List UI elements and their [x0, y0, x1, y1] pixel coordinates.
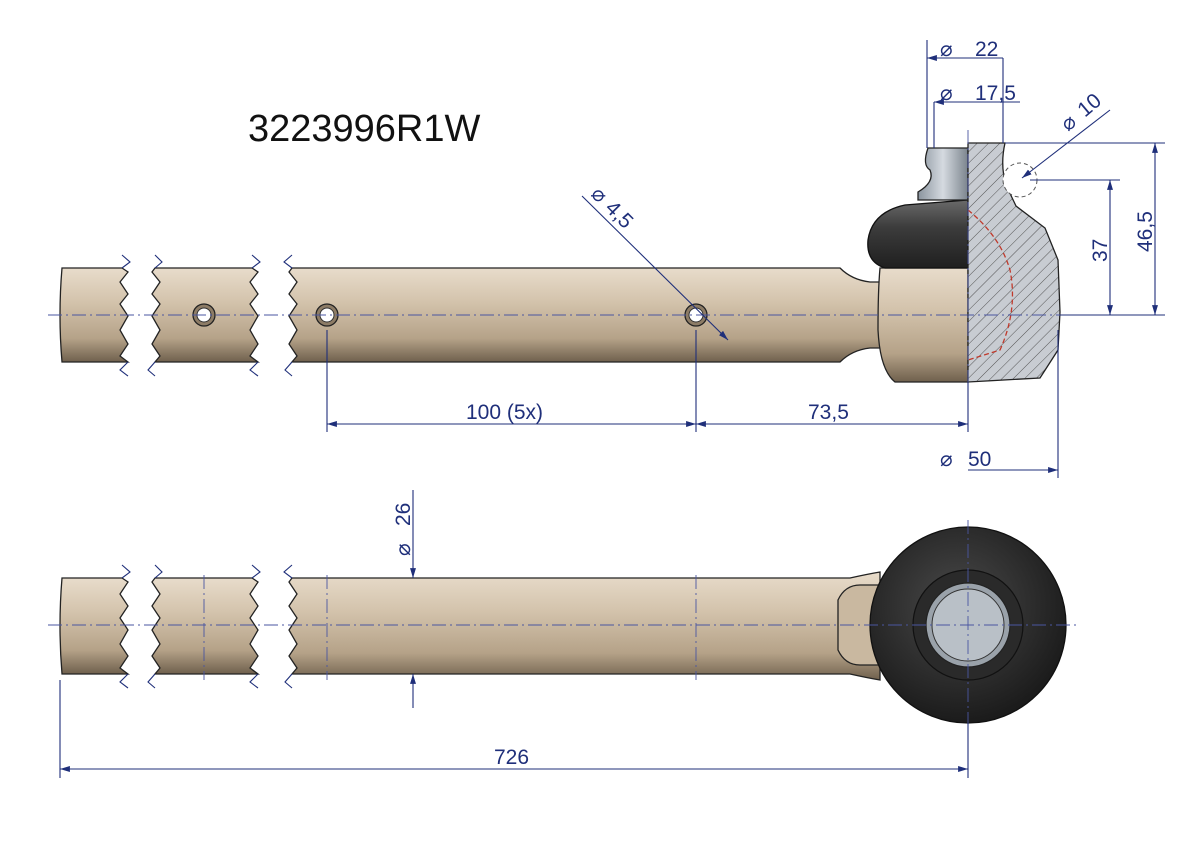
dim-total-length: 726 [494, 746, 529, 769]
rubber-boot [867, 199, 969, 269]
rod-segment-3 [288, 267, 896, 363]
rod-plan-segment-3 [288, 571, 881, 681]
ball-contour [967, 209, 1014, 361]
part-number-title: 3223996R1W [248, 108, 481, 150]
rod-plan-segment-2 [151, 577, 260, 675]
dim-diameter-symbol-10: ⌀ [1056, 110, 1080, 136]
top-view [48, 130, 1085, 400]
rod-plan-segment-1 [59, 577, 130, 675]
joint-housing [877, 267, 969, 383]
dim-height-37: 37 [1089, 239, 1112, 262]
dim-diameter-26: 26 [392, 503, 415, 526]
dim-diameter-22: 22 [975, 38, 998, 61]
dim-diameter-symbol-26: ⌀ [392, 543, 415, 556]
dim-diameter-50: 50 [968, 448, 991, 471]
dim-diameter-symbol-50: ⌀ [940, 448, 953, 471]
dim-diameter-symbol-17-5: ⌀ [940, 82, 953, 105]
dim-diameter-symbol-22: ⌀ [940, 38, 953, 61]
dim-diameter-4-5: 4,5 [601, 196, 638, 233]
break-marks [119, 254, 293, 377]
dim-height-46-5: 46,5 [1134, 211, 1157, 252]
dim-hole-pitch: 100 (5x) [466, 401, 543, 424]
bottom-view [48, 520, 1078, 725]
dim-diameter-17-5: 17,5 [975, 82, 1016, 105]
dim-offset-73-5: 73,5 [808, 401, 849, 424]
top-dimensions: ⌀ 22 ⌀ 17,5 ⌀ 10 46,5 37 ⌀ [326, 38, 1165, 478]
bottom-dimensions: ⌀ 26 726 [59, 490, 969, 778]
plan-break-marks [119, 564, 293, 689]
ball-pin [917, 147, 969, 201]
rod-segment-1 [59, 267, 130, 363]
